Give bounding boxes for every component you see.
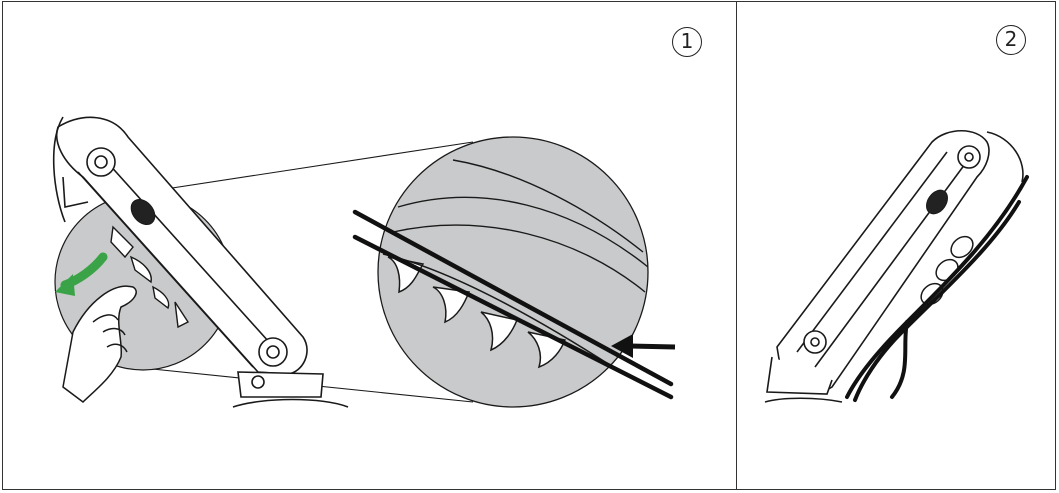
step-2-panel: 2 bbox=[736, 1, 1056, 490]
step-2-illustration bbox=[737, 2, 1055, 489]
step-1-illustration bbox=[3, 2, 736, 489]
step-1-panel: 1 bbox=[2, 1, 737, 490]
folding-arm-installed bbox=[765, 131, 1023, 402]
